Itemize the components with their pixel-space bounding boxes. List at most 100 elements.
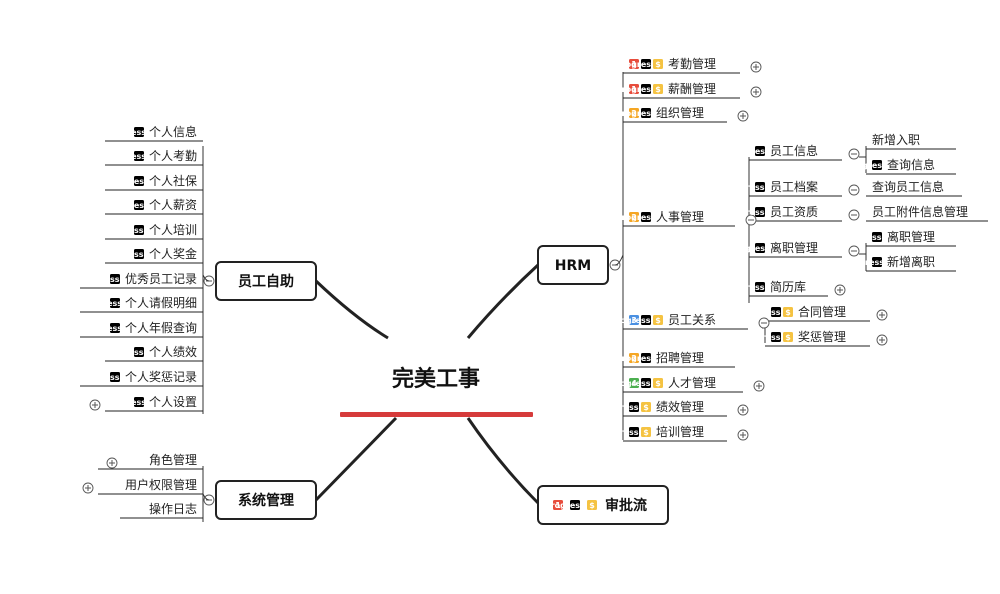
svg-text:$: $ [785,333,791,342]
topic-label: 员工档案 [770,179,818,194]
employee-qual-child[interactable]: 员工附件信息管理 [872,204,968,219]
topic-label: 个人奖金 [149,246,197,261]
main-topic-self-service[interactable]: 员工自助 [215,261,317,301]
root-topic[interactable]: 完美工事 [340,366,533,417]
expand-toggle[interactable] [89,399,101,411]
topic-label: 个人薪资 [149,198,197,212]
collapse-toggle[interactable] [848,148,860,160]
svg-text:3: 3 [631,316,637,325]
topic-label: 查询信息 [887,157,935,172]
topic-nodes: 1rogress-75$考勤管理1rogress-75$薪酬管理2rogress… [82,56,968,516]
collapse-toggle[interactable] [848,209,860,221]
system-item[interactable]: 用户权限管理 [125,477,197,492]
employee-file-child[interactable]: 查询员工信息 [872,179,944,194]
system-item[interactable]: 角色管理 [149,452,197,467]
expand-toggle[interactable] [737,110,749,122]
expand-toggle[interactable] [876,309,888,321]
topic-label: 个人社保 [149,173,197,188]
svg-text:rogress-start: rogress-start [109,250,168,259]
svg-text:rogress-start: rogress-start [746,333,805,342]
collapse-toggle[interactable] [848,245,860,257]
collapse-toggle[interactable] [745,214,757,226]
priority-rogress-start-icon: rogress-start [730,282,790,292]
collapse-toggle[interactable] [758,317,770,329]
root-title: 完美工事 [392,366,480,392]
svg-text:4: 4 [631,379,637,388]
topic-label: 培训管理 [656,424,704,439]
branch-hrm [466,263,540,339]
expand-toggle[interactable] [750,86,762,98]
svg-text:2: 2 [631,213,637,222]
expand-toggle[interactable] [876,334,888,346]
relations-child[interactable]: rogress-start$ 奖惩管理 [746,329,846,344]
topic-label: 员工资质 [770,205,818,219]
expand-toggle[interactable] [737,429,749,441]
employee-info-child[interactable]: 新增入职 [872,132,920,147]
expand-toggle[interactable] [750,61,762,73]
expand-toggle[interactable] [753,380,765,392]
topic-label: 用户权限管理 [125,477,197,492]
topic-label: 奖惩管理 [798,329,846,344]
hrm-item[interactable]: rogress-start$培训管理 [604,424,704,439]
svg-text:rogress-start: rogress-start [730,183,789,192]
branch-approval [466,417,542,507]
system-item[interactable]: 操作日志 [149,501,197,516]
topic-label: 优秀员工记录 [125,272,197,286]
priority-rogress-100-icon: rogress-100 [850,257,904,267]
priority-2-icon: 2 [629,212,639,222]
svg-text:rogress-50: rogress-50 [853,161,902,170]
priority-rogress-start-icon: rogress-start [109,225,169,235]
expand-toggle[interactable] [82,482,94,494]
expand-toggle[interactable] [106,457,118,469]
relations-child[interactable]: rogress-start$合同管理 [746,304,846,319]
topic-label: 简历库 [770,279,806,294]
svg-text:$: $ [643,403,649,412]
expand-toggle[interactable] [834,284,846,296]
hrm-item[interactable]: rogress-start$绩效管理 [604,399,704,414]
main-topic-hrm[interactable]: HRM [537,245,609,285]
main-topic-system[interactable]: 系统管理 [215,480,317,520]
priority-rogress-start-icon: rogress-start [85,372,145,382]
svg-text:rogress-start: rogress-start [730,208,789,217]
svg-text:rogress-75: rogress-75 [622,85,671,94]
priority-rogress-start-icon: rogress-start [604,402,664,412]
expand-toggle[interactable] [737,404,749,416]
svg-text:$: $ [655,379,661,388]
priority-rogress-50-icon: rogress-50 [853,160,902,170]
topic-label: 员工附件信息管理 [872,204,968,219]
connector-lines [80,72,988,522]
collapse-toggle[interactable] [848,184,860,196]
priority-1-icon: 1 [553,500,563,510]
svg-text:rogress-100: rogress-100 [112,152,167,161]
priority-rogress-75-icon: rogress-75 [736,146,785,156]
